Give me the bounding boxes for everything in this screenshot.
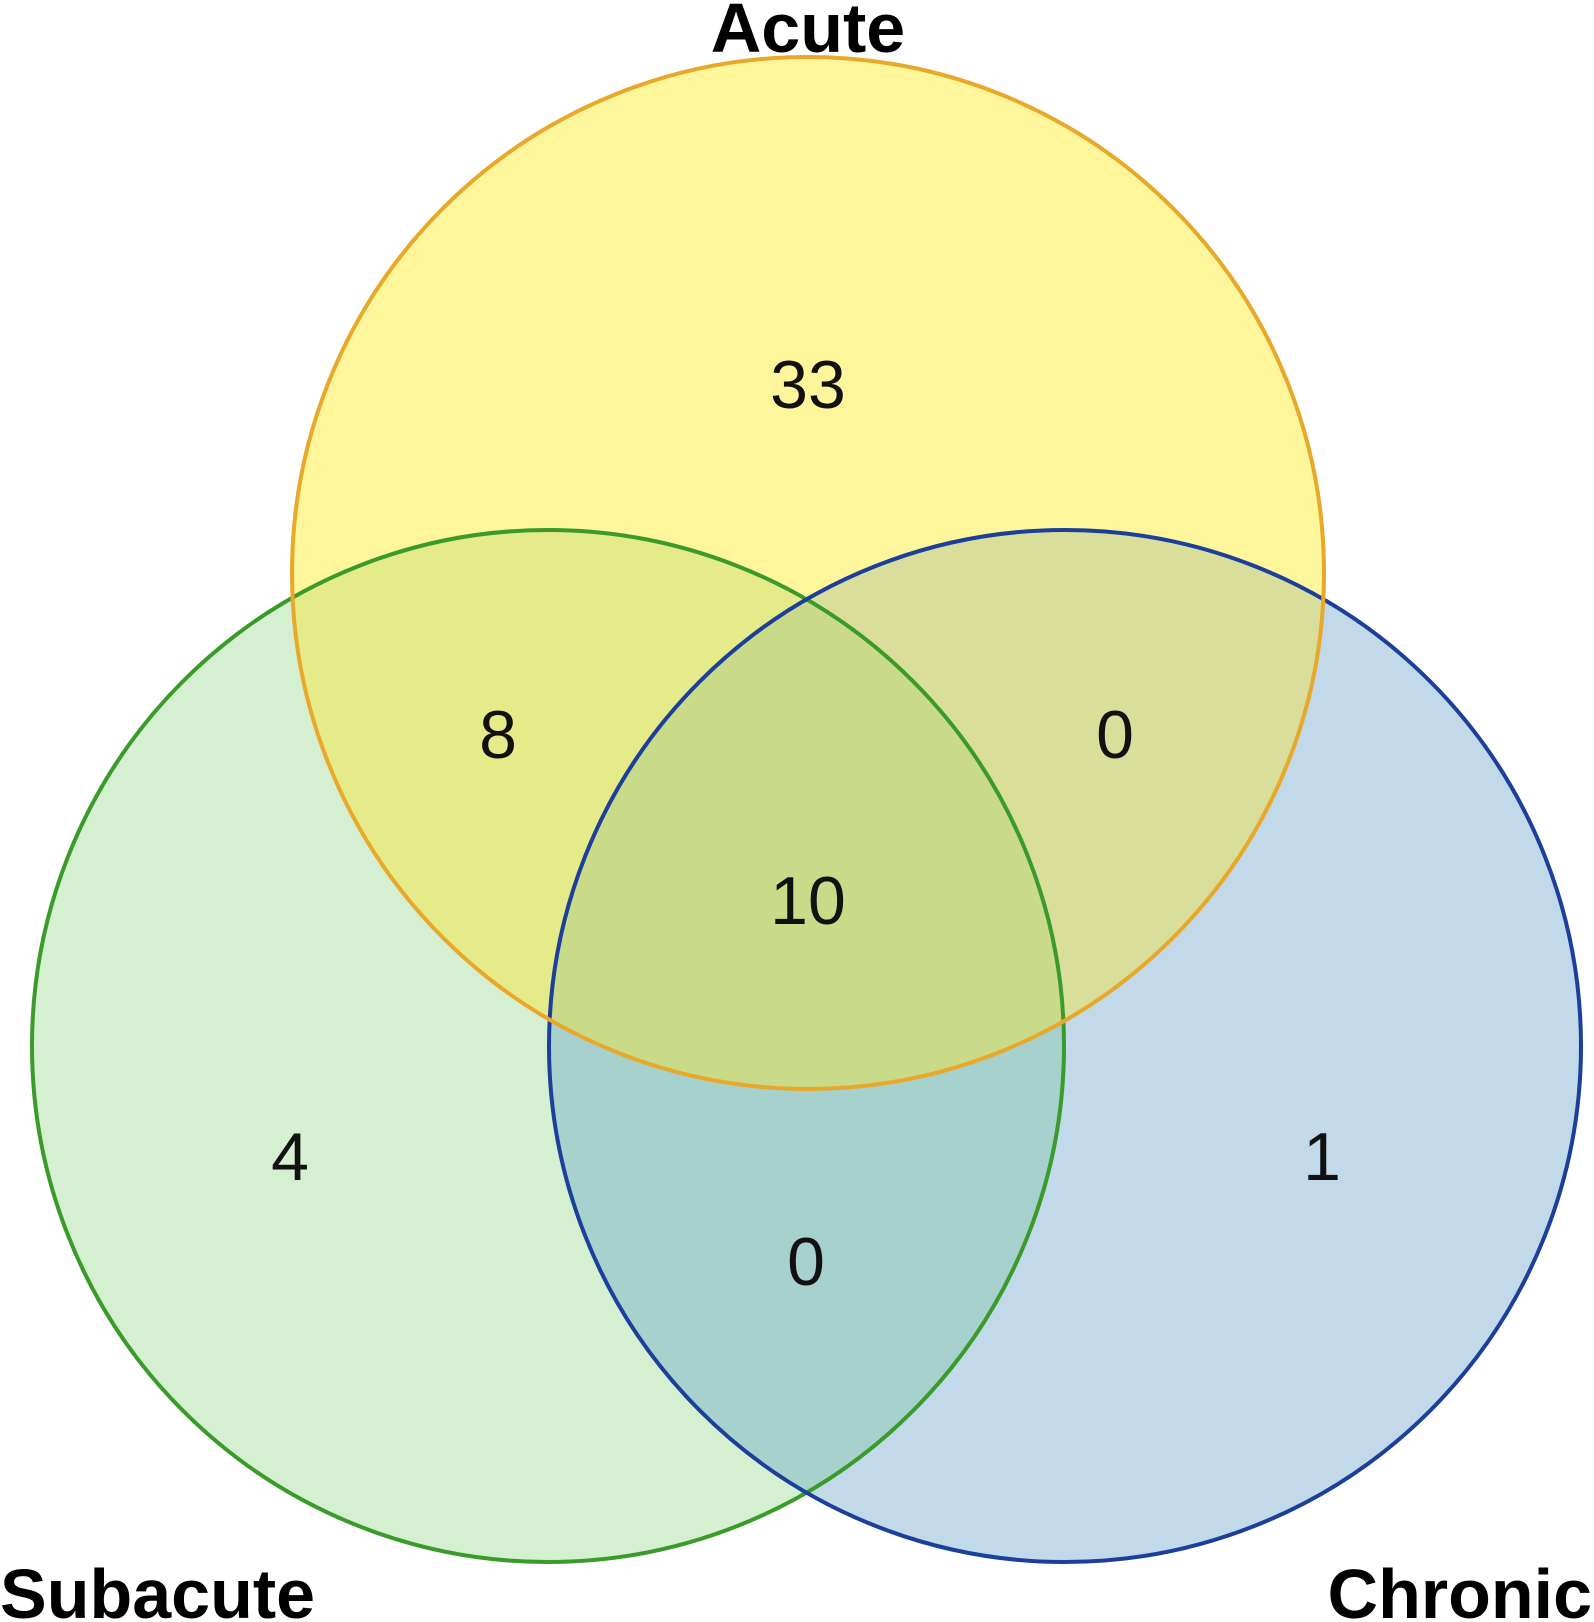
count-acute-subacute: 8 [479, 697, 517, 773]
subacute-outline [30, 528, 1066, 1564]
acute-outline [290, 55, 1326, 1091]
chronic-label: Chronic [1328, 1555, 1592, 1622]
count-subacute-only: 4 [271, 1119, 309, 1195]
count-chronic-only: 1 [1303, 1119, 1341, 1195]
count-subacute-chronic: 0 [787, 1224, 825, 1300]
count-all-three: 10 [770, 863, 846, 939]
all-three-overlap [549, 530, 1064, 1089]
count-acute-only: 33 [770, 347, 846, 423]
count-acute-chronic: 0 [1096, 697, 1134, 773]
chronic-outline [547, 528, 1583, 1564]
subacute-label: Subacute [0, 1555, 315, 1622]
acute-label: Acute [711, 0, 905, 67]
